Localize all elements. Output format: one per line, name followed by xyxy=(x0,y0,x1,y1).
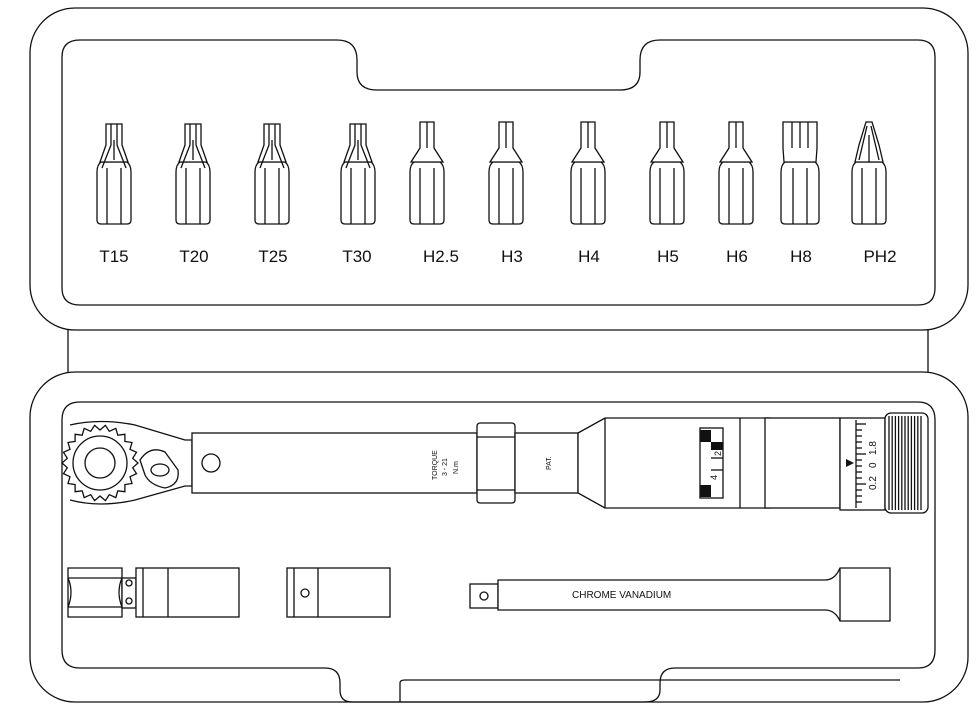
bit-t25: T25 xyxy=(254,123,290,266)
patent-text: PAT. xyxy=(546,456,553,470)
bit-label: T20 xyxy=(179,247,208,266)
bit-h3: H3 xyxy=(488,121,524,266)
adapter-hex-curves xyxy=(67,577,123,608)
dial-value-top: 1.8 xyxy=(868,441,879,455)
bit-adapter xyxy=(67,567,240,618)
dial-pointer xyxy=(846,459,854,467)
bit-h5: H5 xyxy=(649,121,685,266)
bit-torx-flutes xyxy=(345,124,371,169)
extension-square-drive xyxy=(469,583,499,609)
ratchet-head xyxy=(61,420,193,505)
bit-label: H8 xyxy=(790,247,812,266)
base-inner-frame xyxy=(61,401,936,703)
bit-t15: T15 xyxy=(96,123,132,266)
extension-label: CHROME VANADIUM xyxy=(572,590,671,601)
scale-number-bottom: 4 xyxy=(709,475,719,480)
bit-label: H6 xyxy=(726,247,748,266)
bit-label: T25 xyxy=(258,247,287,266)
rear-grip xyxy=(764,417,841,509)
extension-ball xyxy=(479,591,489,601)
scale-mark-top-2 xyxy=(711,442,723,450)
drive-adapter-hole xyxy=(300,588,310,598)
bit-hex-body xyxy=(254,161,290,225)
bit-t20: T20 xyxy=(175,123,211,266)
dial-value-mid: 0 xyxy=(868,462,879,468)
bit-hex-body xyxy=(851,161,887,225)
bit-h2-5: H2.5 xyxy=(409,121,459,266)
adapter-ball-2 xyxy=(125,597,133,605)
wrench-tube xyxy=(191,432,478,494)
torque-text: TORQUE xyxy=(432,450,439,480)
lever-knob xyxy=(150,463,170,477)
bit-hex-body xyxy=(175,161,211,225)
scale-mark-bottom xyxy=(700,485,711,497)
bit-hex-body xyxy=(340,161,376,225)
bit-hex-body xyxy=(780,161,820,225)
range-text: 3 - 21 xyxy=(442,458,449,476)
wrench-mid-tube xyxy=(514,432,579,494)
bit-torx-flutes xyxy=(101,124,127,169)
scale-mark-top xyxy=(700,430,711,442)
unit-text: N.m xyxy=(453,461,460,474)
bit-label: H4 xyxy=(578,247,600,266)
knurl-lines xyxy=(888,416,922,510)
dial-value-bottom: 0.2 xyxy=(868,476,879,490)
base-step-line xyxy=(399,679,900,702)
torque-wrench: TORQUE 3 - 21 N.m PAT. 2 4 1.8 0 0.2 xyxy=(61,412,929,514)
bit-hex-body xyxy=(488,161,524,225)
bit-label: H5 xyxy=(657,247,679,266)
bit-hex-body xyxy=(96,161,132,225)
bit-label: PH2 xyxy=(863,247,896,266)
bit-row: T15 T20 T25 T30 H2.5 H3 H4 H5 H6 H8 PH2 xyxy=(96,121,897,266)
scale-number-top: 2 xyxy=(713,451,723,456)
ratchet-drive xyxy=(84,447,116,479)
hinge-band xyxy=(67,330,929,372)
bit-label: H2.5 xyxy=(423,247,459,266)
bit-phillips-flutes xyxy=(858,125,880,162)
adapter-hex xyxy=(67,567,123,618)
bit-t30: T30 xyxy=(340,123,376,266)
adapter-socket xyxy=(135,567,240,618)
bit-hex-body xyxy=(649,161,685,225)
drive-adapter xyxy=(286,567,391,618)
tube-hole xyxy=(201,453,221,473)
bit-torx-flutes xyxy=(180,124,206,169)
bit-h6: H6 xyxy=(718,121,754,266)
dial-ticks xyxy=(855,420,866,508)
case-outline xyxy=(29,7,969,703)
bit-label: T15 xyxy=(99,247,128,266)
bit-h4: H4 xyxy=(570,121,606,266)
bit-ph2: PH2 xyxy=(851,121,897,266)
lid-inner-frame xyxy=(61,39,936,306)
bit-h8: H8 xyxy=(780,121,820,266)
wrench-grip-body xyxy=(577,417,771,509)
wrench-collar xyxy=(476,422,516,504)
bit-torx-flutes xyxy=(259,124,285,169)
adapter-ball-1 xyxy=(125,579,133,587)
bit-hex-body xyxy=(570,161,606,225)
extension-shaft xyxy=(497,567,891,622)
lid-outer-frame xyxy=(29,7,969,331)
bit-label: H3 xyxy=(501,247,523,266)
bit-label: T30 xyxy=(342,247,371,266)
bit-hex-body xyxy=(409,161,445,225)
bit-hex-body xyxy=(718,161,754,225)
extension-bar: CHROME VANADIUM xyxy=(469,567,891,622)
